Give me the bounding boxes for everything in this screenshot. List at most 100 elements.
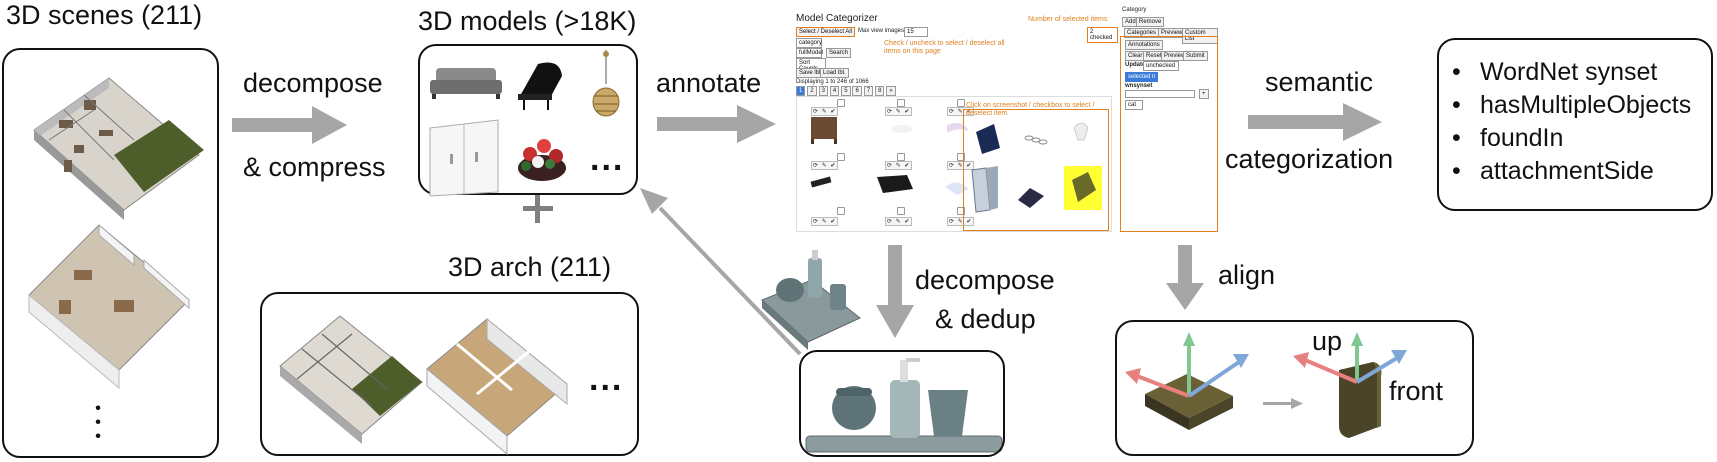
plus-sign [523,194,553,223]
item-action-icons[interactable]: ⟳ ✎ ✔ [947,217,975,226]
displaying-count: Displaying 1 to 246 of 1066 [796,79,869,85]
aligned-object [1293,332,1407,438]
bath-set-original [761,250,861,350]
tray-thumb[interactable] [1018,188,1044,208]
thumbnail-grid: ⟳ ✎ ✔ ⟳ ✎ ✔ ⟳ ✎ ✔ ⟳ ✎ ✔ ⟳ ✎ ✔ ⟳ ✎ ✔ ⟳ ✎ … [796,96,1112,232]
page-next[interactable]: » [886,86,896,96]
small-transition-arrow [1263,398,1303,409]
update-select[interactable]: unchecked [1143,61,1179,71]
load-labels-button[interactable]: Load lbl. [820,68,849,78]
selected-thumbnails [971,122,1102,213]
item-checkbox[interactable] [957,207,965,215]
value-field[interactable]: cat [1125,100,1143,110]
pillow-thumb[interactable] [976,124,1000,154]
scenes-label: 3D scenes (211) [6,0,203,30]
semantic-label: semantic [1265,67,1374,97]
page-3[interactable]: 3 [818,86,828,96]
alignment-box: up front [1115,320,1474,456]
decompose-arrow [232,106,347,144]
align-arrow [1166,245,1204,310]
page-6[interactable]: 6 [852,86,862,96]
search-button[interactable]: Search [826,48,852,58]
item-action-icons[interactable]: ⟳ ✎ ✔ [885,161,913,170]
item-action-icons[interactable]: ⟳ ✎ ✔ [885,217,913,226]
dedup-arrow [876,245,914,338]
scene-render-1 [33,77,204,220]
feedback-arrow [640,188,802,356]
model-categorizer-screenshot: Model Categorizer Number of selected ite… [792,8,1118,234]
attribute-list: WordNet synset hasMultipleObjects foundI… [1452,56,1691,188]
item-checkbox[interactable] [957,99,965,107]
item-action-icons[interactable]: ⟳ ✎ ✔ [811,217,839,226]
chain-thumb[interactable] [1024,135,1048,145]
page-7[interactable]: 7 [863,86,874,96]
plate-thumb[interactable] [892,125,912,133]
item-action-icons[interactable]: ⟳ ✎ ✔ [811,107,839,116]
tab-annotations[interactable]: Annotations [1125,40,1163,50]
attribute-attachment-side: attachmentSide [1452,155,1691,188]
front-label: front [1389,376,1444,406]
check-note: Check / uncheck to select / deselect all… [884,40,1005,55]
unaligned-object [1125,332,1249,430]
wnsynset-add-button[interactable]: + [1199,89,1209,99]
category-panel: Category Add Remove Categories Preview C… [1120,4,1218,232]
mat-thumb[interactable] [877,175,913,193]
filter-input-2[interactable]: fullModel [796,48,823,58]
item-checkbox[interactable] [837,153,845,161]
checked-count-badge: 2 checked [1087,27,1118,43]
models-box: ... [418,44,638,197]
decompose-dedup-label-2: & dedup [935,304,1036,334]
lamp-thumb[interactable] [1073,122,1089,141]
categorization-label: categorization [1225,144,1394,174]
wnsynset-input[interactable] [1125,90,1195,98]
remove-category-button[interactable]: Remove [1136,17,1165,27]
item-checkbox[interactable] [897,153,905,161]
scenes-vertical-ellipsis: • • • [95,400,101,445]
flower-bowl-model [518,139,566,181]
arch-renders [279,315,568,456]
arch-render-1 [279,315,423,444]
page-1[interactable]: 1 [796,86,806,96]
item-action-icons[interactable]: ⟳ ✎ ✔ [811,161,839,170]
scene-render-2 [28,223,190,390]
scenes-box: • • • [2,48,219,458]
category-label: Category [1122,7,1147,13]
annotate-arrow [657,105,776,143]
decompose-dedup-label-1: decompose [915,265,1055,295]
black-object-thumb[interactable] [810,176,832,188]
max-view-input[interactable]: 15 [904,27,928,37]
selection-region: Click on screenshot / checkbox to select… [963,102,1109,231]
item-action-icons[interactable]: ⟳ ✎ ✔ [885,107,913,116]
models-ellipsis: ... [590,140,625,178]
num-selected-note: Number of selected items [1028,16,1108,23]
submit-button[interactable]: Submit [1183,51,1208,61]
wnsynset-label: wnsynset [1125,83,1153,89]
dresser-thumb[interactable] [811,117,837,139]
page-8[interactable]: 8 [875,86,885,96]
chandelier-model [592,50,620,117]
page-4[interactable]: 4 [829,86,840,96]
alignment-illustration [1125,332,1407,438]
compress-label: & compress [243,152,386,182]
sofa-model [430,68,502,99]
up-label: up [1312,326,1343,356]
item-checkbox[interactable] [897,207,905,215]
window-model [429,119,499,197]
select-deselect-button[interactable]: Select / Deselect All [796,27,856,37]
item-checkbox[interactable] [837,99,845,107]
item-checkbox[interactable] [837,207,845,215]
piano-model [518,62,562,110]
page-5[interactable]: 5 [841,86,851,96]
item-checkbox[interactable] [897,99,905,107]
item-checkbox[interactable] [957,153,965,161]
pagination: 1 2 3 4 5 6 7 8 » [796,86,896,96]
annotations-panel: Annotations Clear Reset Preview Submit U… [1120,36,1218,232]
page-2[interactable]: 2 [807,86,817,96]
item-action-icons[interactable]: ⟳ ✎ ✔ [947,107,975,116]
models-label: 3D models (>18K) [418,6,637,36]
selected-badge: selected n [1125,72,1159,82]
arch-label: 3D arch (211) [448,252,612,282]
filter-input-1[interactable]: category [796,38,822,48]
item-action-icons[interactable]: ⟳ ✎ ✔ [947,161,975,170]
